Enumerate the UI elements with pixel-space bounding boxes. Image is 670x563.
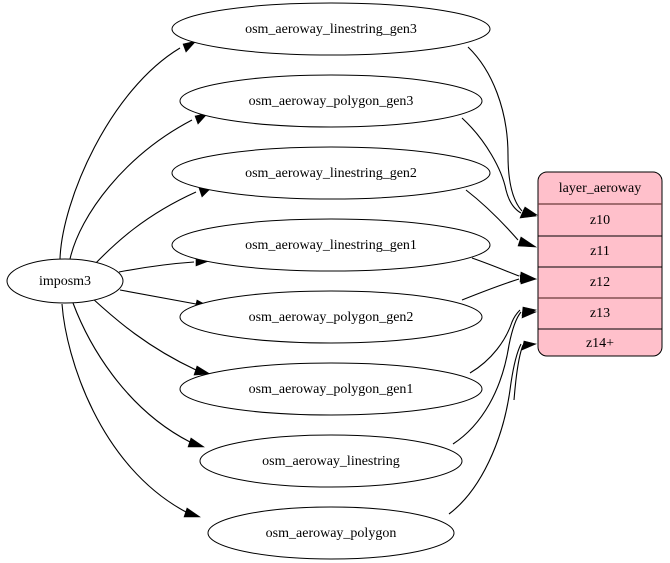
edge-imposm3-to-linestring-gen1	[118, 261, 195, 273]
edge-linestring-gen1-to-z12	[471, 257, 520, 277]
arrowhead-z12-b	[519, 274, 538, 285]
edge-imposm3-to-polygon-gen1	[91, 297, 197, 371]
polygon-ellipse[interactable]	[207, 506, 455, 560]
arrowhead-linestring	[187, 437, 205, 448]
node-imposm3[interactable]: imposm3	[6, 258, 124, 304]
edge-imposm3-to-polygon-gen2	[119, 289, 197, 305]
edge-imposm3-to-linestring-gen2	[92, 191, 197, 267]
polygon-gen2-ellipse[interactable]	[179, 290, 483, 344]
edge-polygon-to-z14-parallel	[513, 344, 524, 401]
linestring-ellipse[interactable]	[199, 434, 463, 488]
arrowhead-z14	[521, 340, 537, 351]
node-osm-aeroway-polygon-gen1[interactable]: osm_aeroway_polygon_gen1	[179, 362, 483, 416]
node-osm-aeroway-linestring-gen2[interactable]: osm_aeroway_linestring_gen2	[171, 146, 491, 200]
imposm3-ellipse[interactable]	[6, 258, 124, 304]
node-osm-aeroway-linestring-gen3[interactable]: osm_aeroway_linestring_gen3	[171, 2, 491, 56]
edge-imposm3-to-linestring-gen3	[59, 47, 181, 260]
edge-polygon-gen3-to-z10	[461, 117, 522, 214]
node-osm-aeroway-polygon-gen3[interactable]: osm_aeroway_polygon_gen3	[179, 74, 483, 128]
node-layer-aeroway-table[interactable]: layer_aeroway z10 z11 z12 z13 z14+	[537, 171, 663, 357]
edge-imposm3-to-linestring	[72, 302, 191, 443]
edge-linestring-to-z13	[452, 311, 522, 445]
edge-imposm3-to-polygon-gen3	[69, 119, 193, 260]
polygon-gen1-ellipse[interactable]	[179, 362, 483, 416]
linestring-gen2-ellipse[interactable]	[171, 146, 491, 200]
arrowhead-z10-b	[519, 208, 537, 219]
polygon-gen3-ellipse[interactable]	[179, 74, 483, 128]
node-osm-aeroway-polygon-gen2[interactable]: osm_aeroway_polygon_gen2	[179, 290, 483, 344]
arrowhead-linestring-gen3	[182, 40, 197, 53]
arrowhead-z13-b	[521, 308, 537, 319]
node-osm-aeroway-polygon[interactable]: osm_aeroway_polygon	[207, 506, 455, 560]
node-osm-aeroway-linestring[interactable]: osm_aeroway_linestring	[199, 434, 463, 488]
layer-table-body[interactable]	[537, 171, 663, 357]
linestring-gen3-ellipse[interactable]	[171, 2, 491, 56]
node-osm-aeroway-linestring-gen1[interactable]: osm_aeroway_linestring_gen1	[171, 218, 491, 272]
edge-polygon-gen1-to-z13	[469, 309, 521, 374]
arrowhead-polygon	[183, 507, 201, 518]
arrowhead-z11	[517, 236, 538, 248]
linestring-gen1-ellipse[interactable]	[171, 218, 491, 272]
edge-polygon-to-z14	[448, 343, 522, 515]
edge-polygon-gen2-to-z12	[461, 278, 520, 301]
table-edges-group	[448, 46, 538, 515]
arrowhead-polygon-gen1	[193, 365, 211, 376]
edge-linestring-gen3-to-z10	[467, 46, 523, 212]
edge-imposm3-to-polygon	[61, 303, 187, 513]
edge-linestring-gen2-to-z11	[465, 189, 519, 241]
